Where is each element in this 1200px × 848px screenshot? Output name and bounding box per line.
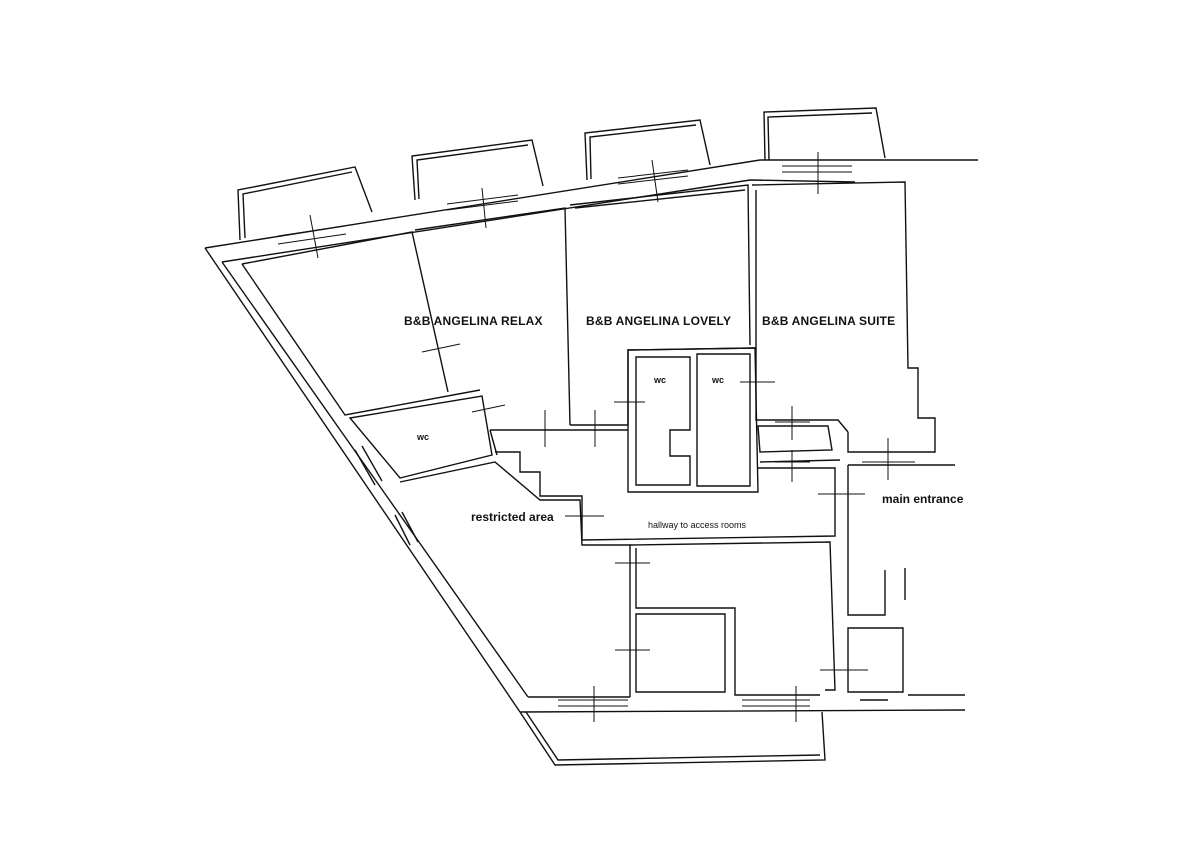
restricted-area-label: restricted area [471,510,554,524]
room-label-suite: B&B ANGELINA SUITE [762,314,895,328]
room-relax-walls [241,207,571,426]
balconies-top [237,107,886,241]
hallway-walls [489,429,955,616]
room-label-relax: B&B ANGELINA RELAX [404,314,543,328]
balcony-bottom [519,711,826,766]
wc-label-center: wc [653,375,666,385]
wc-label-right: wc [711,375,724,385]
wc-label-left: wc [416,432,429,442]
wc-center-walls [627,347,759,493]
room-lovely-walls [569,184,756,426]
service-room-walls [847,627,965,701]
outer-walls [204,159,978,713]
main-entrance-label: main entrance [882,492,964,506]
hallway-label: hallway to access rooms [648,520,747,530]
room-label-lovely: B&B ANGELINA LOVELY [586,314,731,328]
wc-left-walls [348,395,493,486]
door-marks [277,152,915,722]
restricted-walls [394,461,836,697]
